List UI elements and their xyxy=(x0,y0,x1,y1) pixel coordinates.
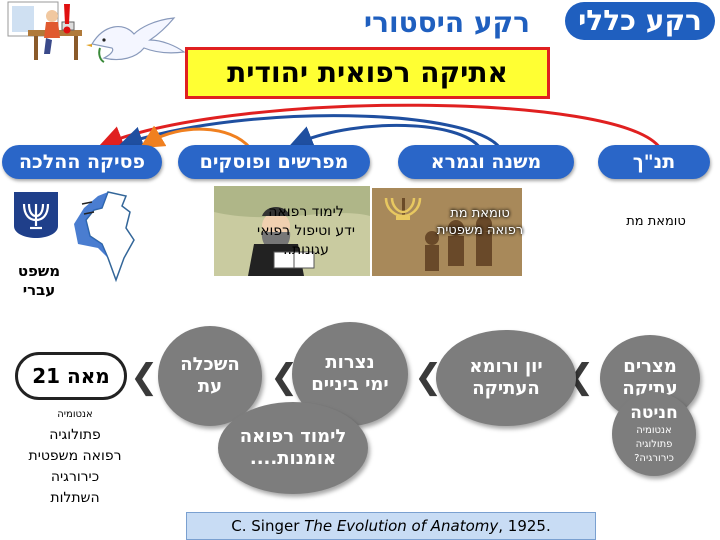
era-mishna-pill: משנה וגמרא xyxy=(398,145,574,179)
ancient-scene-picture xyxy=(372,188,522,276)
state-emblem-icon xyxy=(14,192,58,238)
modern-note-item: השתלות xyxy=(50,490,100,506)
commentators-note-line2: ידע וטיפול רפואי xyxy=(257,223,355,239)
middle-ages-line2: ימי ביניים xyxy=(311,374,389,395)
middle-ages-line1: נצרות xyxy=(325,352,375,373)
modern-note-item: רפואה משפטית xyxy=(28,448,122,464)
egypt-notes-item: אנטומיה xyxy=(636,425,672,436)
enlightenment-line2: עת xyxy=(197,376,223,397)
citation-year: , 1925. xyxy=(498,517,551,535)
egypt-notes-circle: חניטה אנטומיה פתולוגיה כירורגיה? xyxy=(612,392,696,476)
modern-note-item: כירורגיה xyxy=(50,469,100,485)
middle-note-line2: אומנות.... xyxy=(249,448,337,469)
era-arrows xyxy=(98,103,662,150)
arrow-tanakh-to-halacha xyxy=(98,103,662,149)
citation-box: C. Singer The Evolution of Anatomy, 1925… xyxy=(186,512,596,540)
enlightenment-line1: השכלה xyxy=(180,354,240,375)
era-halacha-pill: פסיקה ההלכה xyxy=(2,145,162,179)
mishna-note-line1: טומאת מת xyxy=(450,206,510,221)
main-title: אתיקה רפואית יהודית xyxy=(185,47,550,99)
chevron-icon: ❮ xyxy=(270,357,299,397)
arrow-mishna-to-commentators xyxy=(288,123,482,149)
modern-note-item: פתולוגיה xyxy=(49,427,101,443)
map-icon xyxy=(74,191,135,283)
general-background-tag: רקע כללי xyxy=(565,2,715,40)
commentators-note: לימוד רפואה ידע וטיפול רפואי עגונות.. xyxy=(236,203,376,260)
egypt-notes-heading: חניטה xyxy=(630,403,678,423)
chevron-icon: ❮ xyxy=(414,357,443,397)
greece-rome-line2: העתיקה xyxy=(472,378,540,399)
halacha-note-line2: עברי xyxy=(22,281,56,299)
egypt-line1: מצרים xyxy=(623,356,677,377)
history-title: רקע היסטורי xyxy=(363,6,530,39)
era-commentators-pill: מפרשים ופוסקים xyxy=(178,145,370,179)
citation-title: The Evolution of Anatomy xyxy=(304,517,499,535)
middle-note-circle: לימוד רפואה אומנות.... xyxy=(218,402,368,494)
doctor-at-desk-clipart xyxy=(7,1,82,60)
commentators-note-line1: לימוד רפואה xyxy=(268,204,344,220)
century-21-oval: מאה 21 xyxy=(15,352,127,400)
modern-note-item: אנטומיה xyxy=(57,409,93,420)
dove-clipart xyxy=(86,17,186,63)
mishna-note-line2: רפואה משפטית xyxy=(436,223,524,238)
scholar-picture xyxy=(214,186,370,276)
arrow-commentators-to-halacha xyxy=(139,125,252,150)
citation-author: C. Singer xyxy=(231,517,300,535)
greece-rome-line1: יון ורומא xyxy=(469,356,543,377)
mishna-note: טומאת מת רפואה משפטית xyxy=(430,205,530,239)
egypt-notes-item: כירורגיה? xyxy=(634,453,674,464)
modern-notes-list: אנטומיה פתולוגיה רפואה משפטית כירורגיה ה… xyxy=(20,404,130,509)
era-tanakh-pill: תנ"ך xyxy=(598,145,710,179)
timeline-greece-rome-circle: יון ורומא העתיקה xyxy=(436,330,576,426)
commentators-note-line3: עגונות.. xyxy=(283,242,329,258)
halacha-note: משפט עברי xyxy=(2,262,76,300)
tanakh-note: טומאת מת xyxy=(626,214,686,229)
exclamation-icon xyxy=(63,4,71,34)
chevron-icon: ❮ xyxy=(130,357,159,397)
halacha-note-line1: משפט xyxy=(17,262,61,280)
middle-note-line1: לימוד רפואה xyxy=(239,426,347,447)
arrow-mishna-to-halacha xyxy=(118,114,502,150)
egypt-notes-item: פתולוגיה xyxy=(635,439,673,450)
timeline-enlightenment-circle: השכלה עת xyxy=(158,326,262,426)
